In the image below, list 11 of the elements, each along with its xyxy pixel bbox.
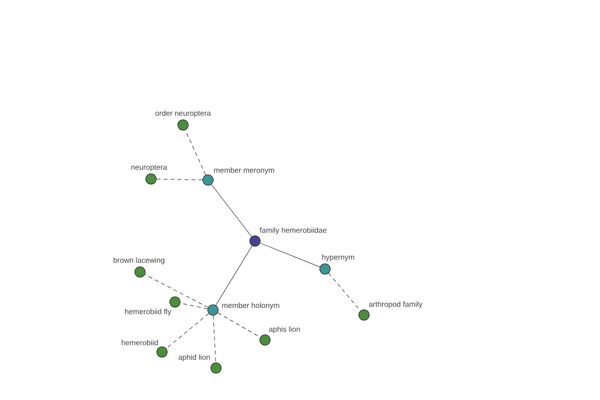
connector-line	[216, 245, 252, 306]
connector-line	[211, 184, 252, 237]
dashed-line	[180, 302, 208, 310]
dashed-line	[144, 274, 208, 308]
dashed-line	[156, 178, 203, 180]
dashed-line	[328, 272, 361, 312]
dashed-line	[185, 130, 206, 176]
dashed-line	[213, 315, 216, 363]
dashed-line	[166, 313, 209, 349]
dashed-line	[218, 312, 260, 338]
connector-line	[260, 242, 320, 268]
